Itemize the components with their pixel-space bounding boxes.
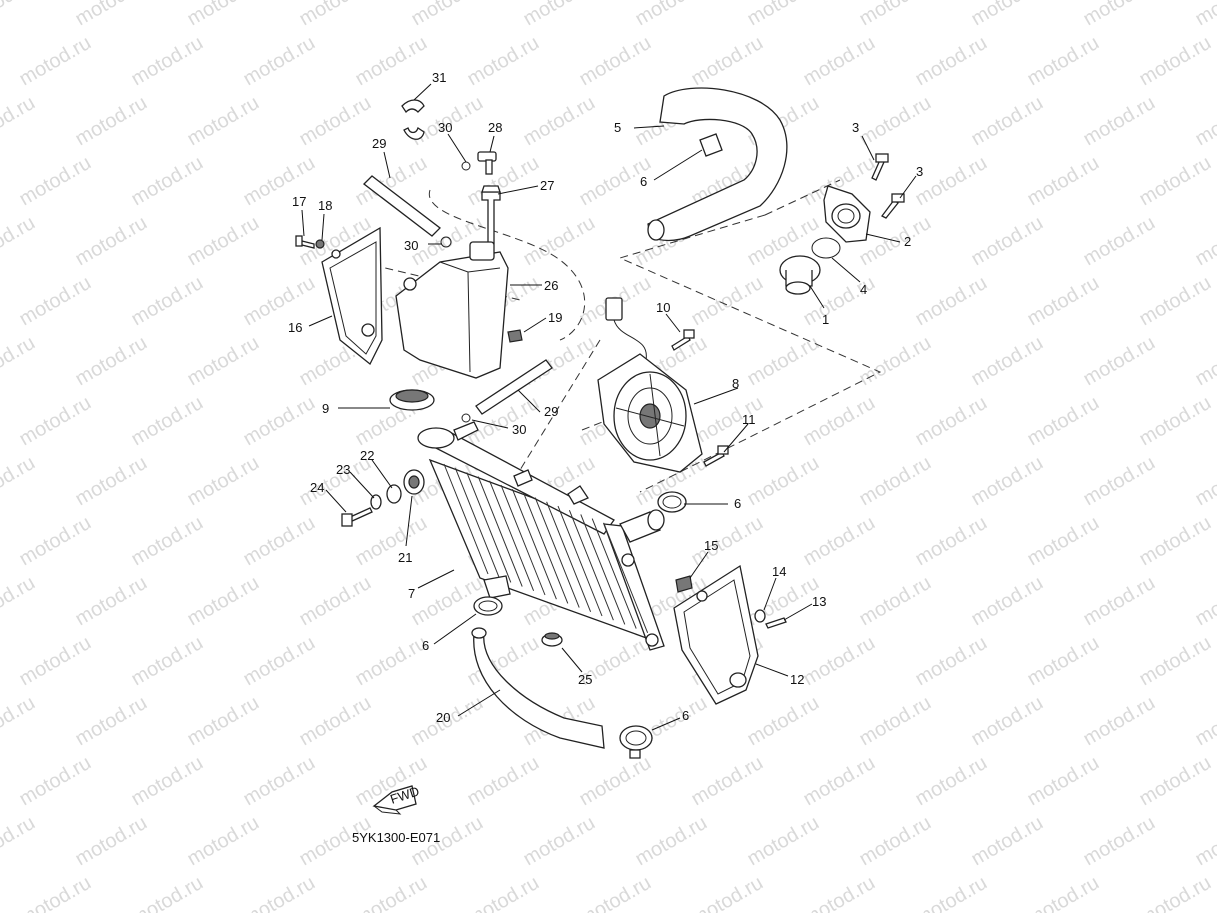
guide-line-fan (581, 414, 621, 431)
label-6-lower-top: 6 (422, 638, 429, 653)
bolt-part-13 (765, 617, 787, 629)
reservoir-cover-part-16 (321, 226, 383, 366)
hose-part-27 (481, 185, 501, 245)
bolt-part-10 (671, 329, 695, 351)
hose-clamp-part-6-lower (619, 725, 653, 759)
washer-part-14 (754, 609, 766, 623)
label-11: 11 (742, 412, 756, 427)
label-2: 2 (904, 234, 911, 249)
nut-part-19 (507, 329, 523, 343)
label-16: 16 (288, 320, 302, 335)
thermostat-cover-part-2 (823, 185, 871, 243)
fwd-arrow: FWD (372, 783, 421, 815)
label-22: 22 (360, 448, 374, 463)
bolt-part-3-b (881, 193, 905, 219)
label-13: 13 (812, 594, 826, 609)
label-21: 21 (398, 550, 412, 565)
bolt-part-24 (341, 507, 373, 527)
fitting-part-28 (477, 151, 497, 175)
clip-part-30-mid (440, 236, 452, 248)
label-6-outlet: 6 (734, 496, 741, 511)
guide-line-breather (428, 189, 586, 341)
label-20: 20 (436, 710, 450, 725)
label-26: 26 (544, 278, 558, 293)
label-1: 1 (822, 312, 829, 327)
radiator-hose-part-20 (471, 627, 605, 749)
label-30-low: 30 (512, 422, 526, 437)
label-5: 5 (614, 120, 621, 135)
label-31: 31 (432, 70, 446, 85)
label-30-mid: 30 (404, 238, 418, 253)
label-6-upper: 6 (640, 174, 647, 189)
label-6-lower: 6 (682, 708, 689, 723)
radiator-fins (443, 463, 649, 633)
hose-clamp-part-6-upper (699, 133, 723, 157)
label-27: 27 (540, 178, 554, 193)
part-labels: 31 30 28 29 27 17 18 30 26 19 16 9 29 30… (288, 70, 923, 725)
clip-part-30-top (461, 161, 471, 171)
grommet-part-22 (386, 484, 402, 504)
label-14: 14 (772, 564, 786, 579)
bolt-part-11 (703, 445, 729, 467)
nut-part-18 (315, 239, 325, 249)
label-8: 8 (732, 376, 739, 391)
label-19: 19 (548, 310, 562, 325)
label-9: 9 (322, 401, 329, 416)
label-30-top: 30 (438, 120, 452, 135)
label-29-upper: 29 (372, 136, 386, 151)
nut-part-15 (675, 575, 693, 593)
hose-clamp-part-6-lower-top (473, 596, 503, 616)
radiator-hose-part-5 (647, 87, 788, 242)
clip-part-31 (401, 99, 425, 140)
label-25: 25 (578, 672, 592, 687)
diagram-code: 5YK1300-E071 (352, 830, 440, 845)
clip-part-30-low (461, 413, 471, 423)
o-ring-part-4 (811, 237, 841, 259)
fan-connector (605, 297, 647, 361)
washer-part-23 (370, 494, 382, 510)
label-10: 10 (656, 300, 670, 315)
label-23: 23 (336, 462, 350, 477)
label-7: 7 (408, 586, 415, 601)
label-24: 24 (310, 480, 324, 495)
radiator-part-7 (417, 421, 665, 651)
label-18: 18 (318, 198, 332, 213)
radiator-cap-part-9 (389, 389, 435, 411)
label-29-lower: 29 (544, 404, 558, 419)
label-15: 15 (704, 538, 718, 553)
grommet-part-25 (541, 632, 563, 647)
label-3-a: 3 (852, 120, 859, 135)
label-17: 17 (292, 194, 306, 209)
fan-part-8 (597, 353, 703, 473)
reservoir-tank-part-26 (395, 241, 509, 379)
bolt-part-3-a (871, 153, 889, 181)
side-cover-part-12 (673, 564, 759, 705)
breather-hose-part-29-upper (363, 175, 441, 237)
thermostat-part-1 (779, 255, 821, 295)
label-3-b: 3 (916, 164, 923, 179)
label-4: 4 (860, 282, 867, 297)
breather-hose-part-29-lower (475, 359, 553, 415)
label-12: 12 (790, 672, 804, 687)
hose-clamp-part-6-outlet (657, 491, 687, 513)
bolt-part-17 (295, 235, 315, 249)
collar-part-21 (403, 469, 425, 495)
leader-lines (301, 83, 917, 731)
label-28: 28 (488, 120, 502, 135)
